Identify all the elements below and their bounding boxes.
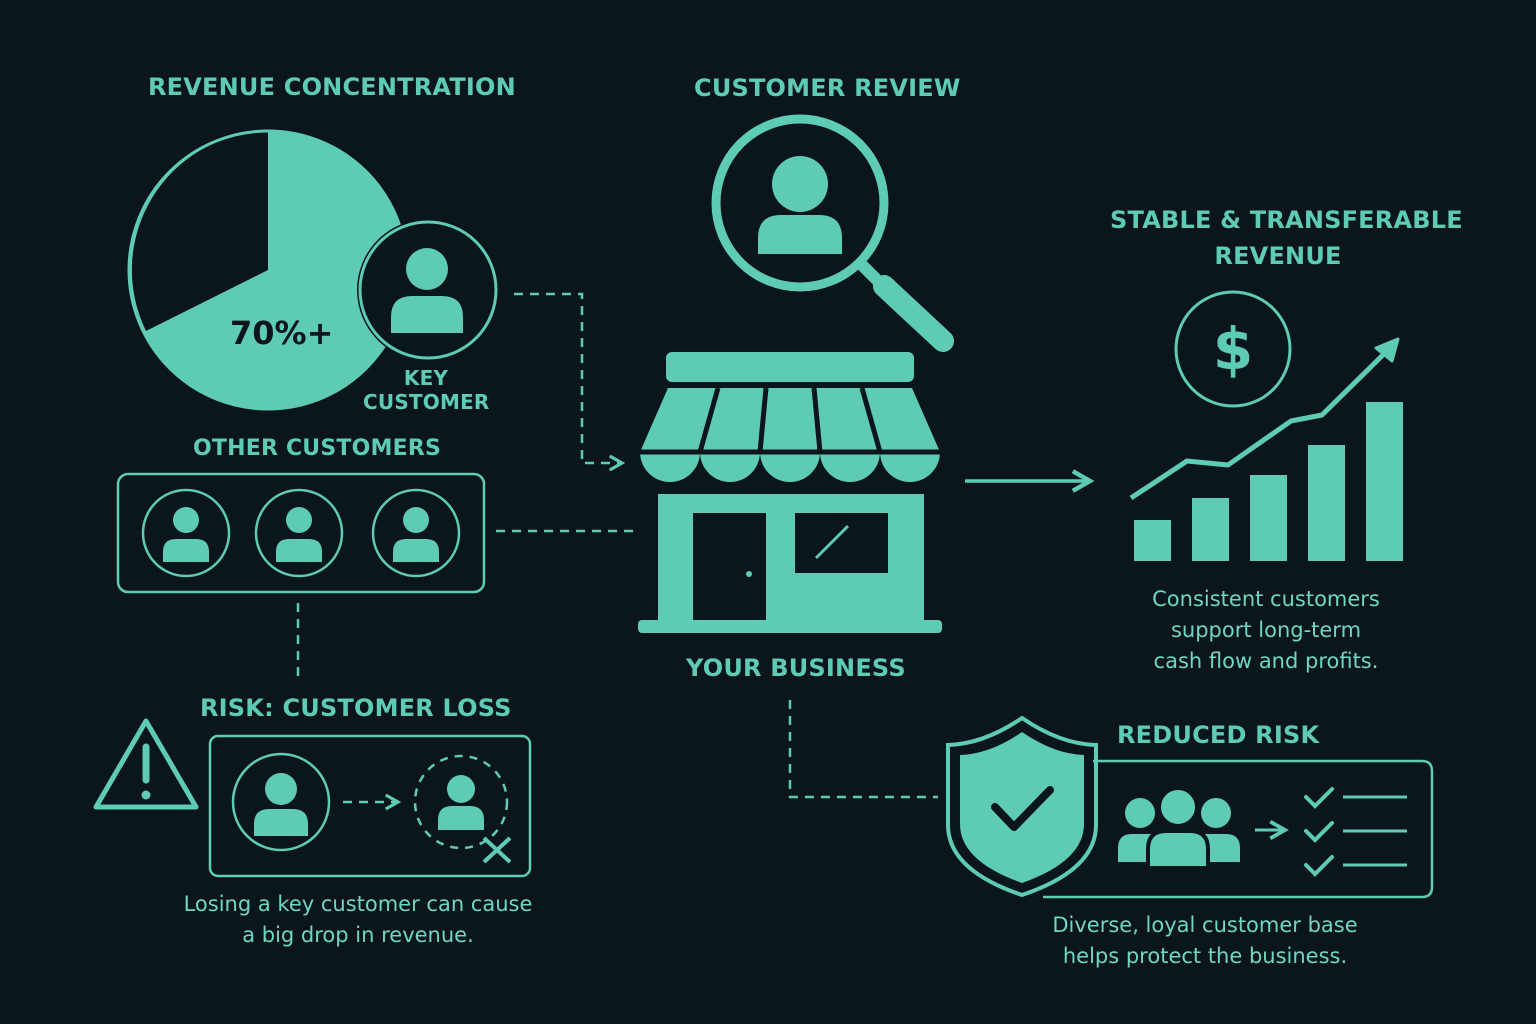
risk-caption: Losing a key customer can cause a big dr… — [168, 889, 548, 951]
shield-check-icon — [946, 715, 1098, 898]
checklist-icon — [1304, 787, 1407, 877]
connector-lines — [296, 292, 938, 799]
reduced-risk-caption: Diverse, loyal customer base helps prote… — [1040, 910, 1370, 972]
dollar-icon: $ — [1174, 290, 1292, 408]
key-customer-connector — [514, 292, 626, 472]
other-customers-box — [116, 472, 486, 594]
stable-revenue-title-line1: STABLE & TRANSFERABLE — [1110, 206, 1463, 234]
warning-icon — [93, 718, 199, 810]
lost-customer-icon — [413, 754, 512, 864]
key-customer-line1: KEY — [403, 366, 449, 390]
reduced-risk-connector — [788, 700, 938, 799]
stable-revenue-caption: Consistent customers support long-term c… — [1120, 584, 1412, 677]
magnifier-user-icon — [711, 114, 954, 352]
growth-chart-icon — [1129, 337, 1403, 561]
risk-box — [208, 734, 532, 878]
group-icon — [1118, 786, 1240, 870]
your-business-title: YOUR BUSINESS — [686, 654, 906, 682]
other-customers-title: OTHER CUSTOMERS — [193, 436, 442, 461]
stable-revenue-caption-line3: cash flow and profits. — [1153, 649, 1379, 673]
customer-icon — [371, 488, 461, 578]
key-customer-line2: CUSTOMER — [363, 390, 490, 414]
pie-chart-icon — [127, 129, 409, 411]
customer-icon — [231, 752, 331, 852]
reduced-risk-caption-line1: Diverse, loyal customer base — [1052, 913, 1358, 937]
revenue-concentration-title: REVENUE CONCENTRATION — [148, 73, 516, 101]
risk-caption-line2: a big drop in revenue. — [242, 923, 474, 947]
stable-revenue-title: STABLE & TRANSFERABLE REVENUE — [1110, 202, 1463, 274]
storefront-icon — [638, 352, 942, 633]
customer-icon — [254, 488, 344, 578]
pie-percentage-label: 70%+ — [230, 314, 334, 352]
stable-revenue-caption-line1: Consistent customers — [1152, 587, 1380, 611]
reduced-risk-caption-line2: helps protect the business. — [1062, 944, 1348, 968]
svg-text:$: $ — [1213, 315, 1253, 383]
key-customer-icon — [357, 219, 499, 361]
stable-revenue-title-line2: REVENUE — [1214, 242, 1342, 270]
reduced-risk-box — [946, 715, 1434, 899]
risk-caption-line1: Losing a key customer can cause — [183, 892, 533, 916]
reduced-risk-title: REDUCED RISK — [1117, 721, 1320, 749]
customer-review-title: CUSTOMER REVIEW — [694, 74, 961, 102]
key-customer-label: KEY CUSTOMER — [363, 366, 489, 414]
customer-icon — [141, 488, 231, 578]
risk-title: RISK: CUSTOMER LOSS — [200, 694, 512, 722]
stable-revenue-caption-line2: support long-term — [1170, 618, 1362, 642]
